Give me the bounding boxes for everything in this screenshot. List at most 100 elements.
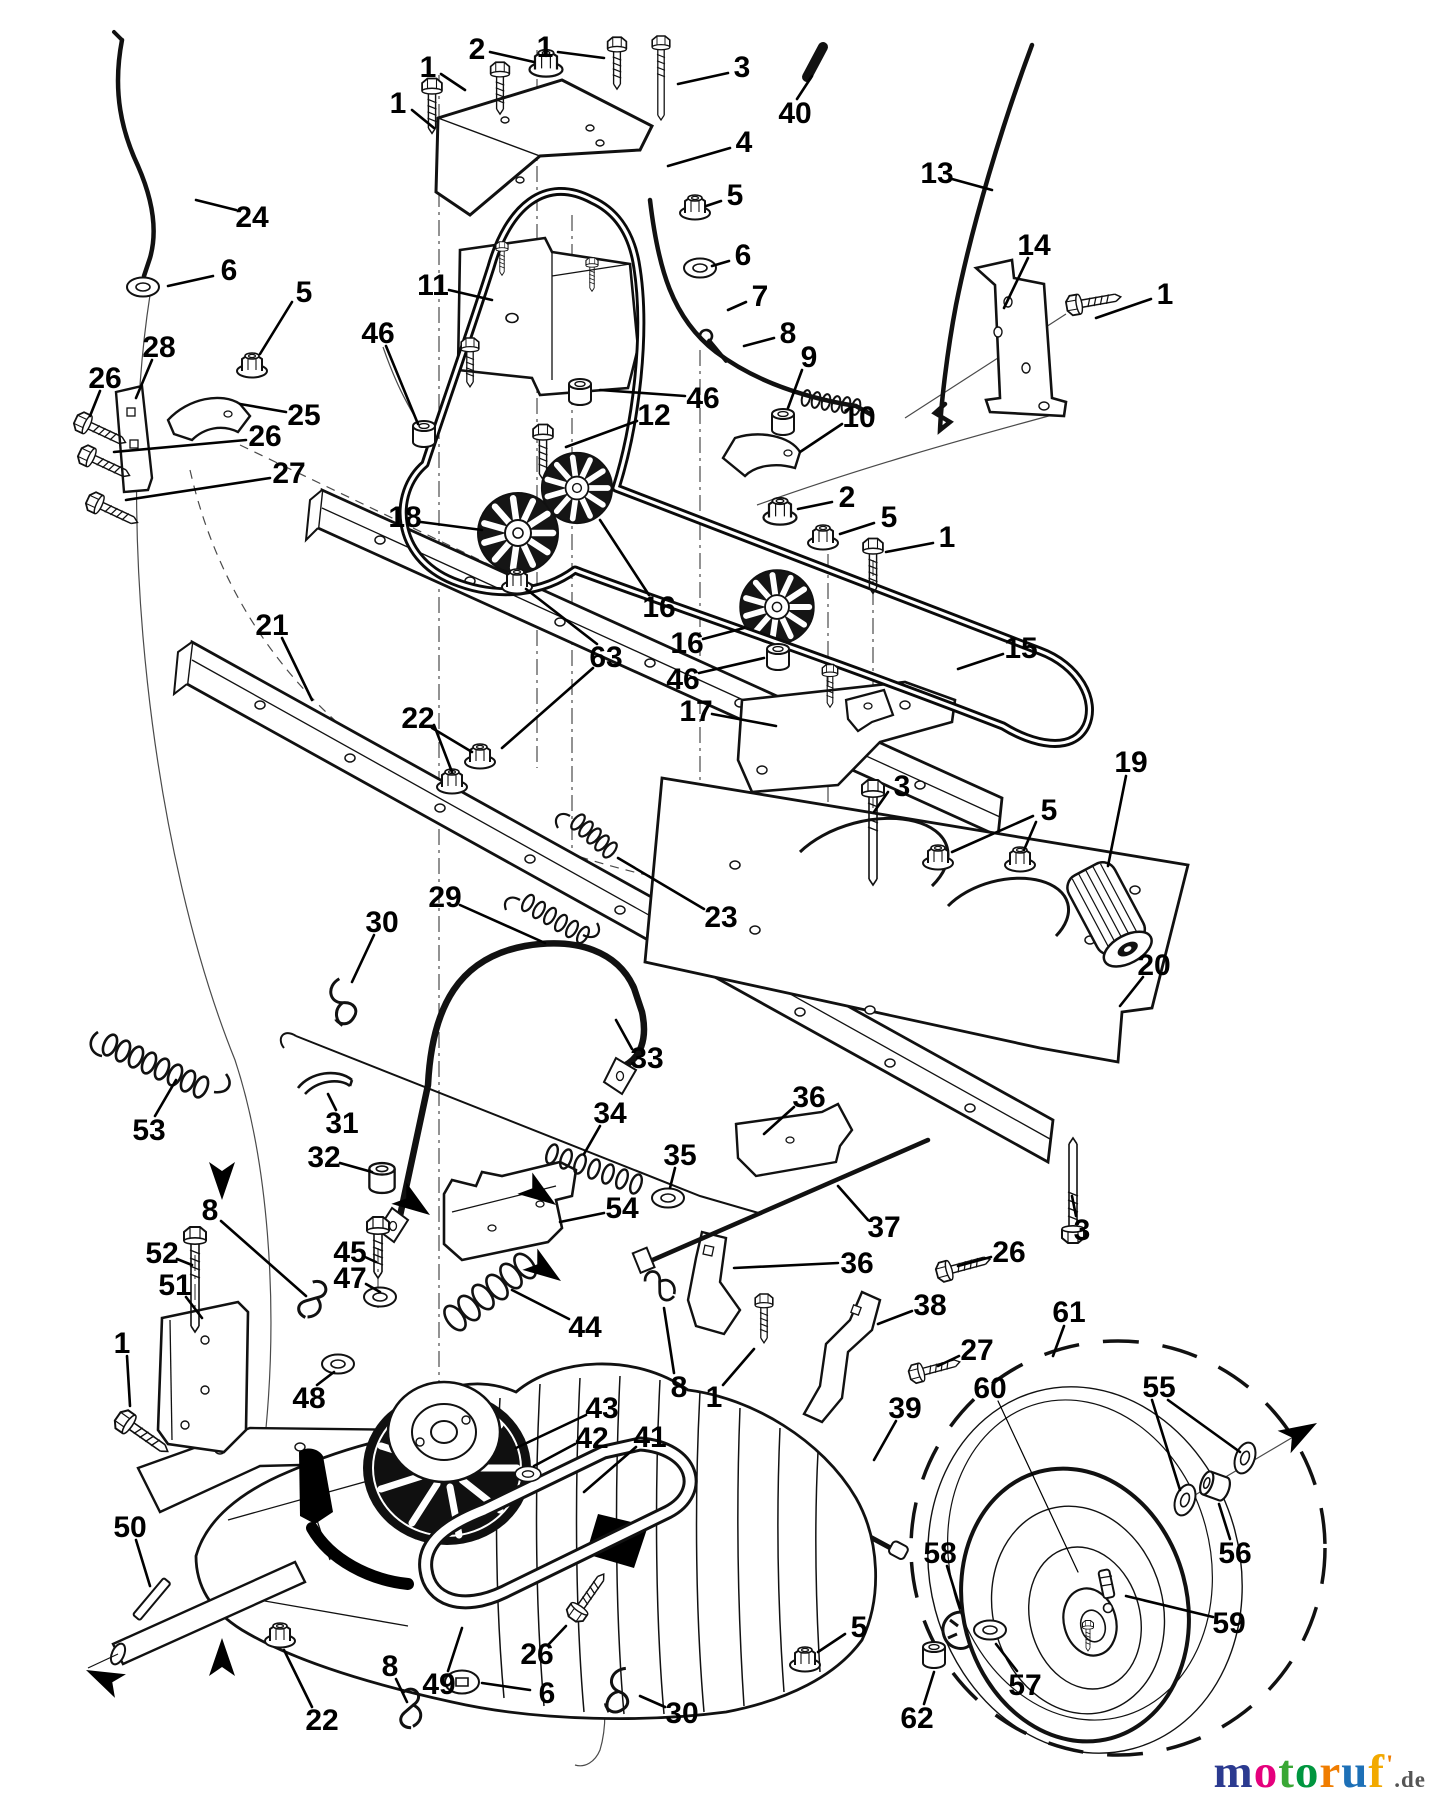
part-number-label: 62: [900, 1702, 933, 1735]
callout-leader: [872, 790, 890, 814]
callout-leader: [564, 419, 639, 449]
callout-leader: [616, 856, 706, 911]
part-number-label: 32: [307, 1141, 340, 1174]
frame-plate-20: [643, 776, 1190, 1064]
part-number-label: 21: [255, 609, 288, 642]
logo-letter: o: [1294, 1746, 1320, 1798]
callout-leader: [447, 288, 494, 302]
part-number-label: 1: [706, 1381, 723, 1414]
part-number-label: 3: [734, 51, 751, 84]
callout-leader: [798, 422, 844, 454]
logo-letter: f: [1368, 1746, 1386, 1798]
part-number-label: 2: [469, 33, 486, 66]
spring-on-rod-7: [800, 389, 862, 416]
rod-7: [647, 197, 875, 418]
callout-leader: [350, 933, 376, 984]
part-number-label: 45: [333, 1236, 366, 1269]
motoruf-wordmark: motoruf: [1214, 1746, 1385, 1798]
part-number-label: 5: [296, 276, 313, 309]
callout-leader: [1150, 1398, 1182, 1492]
callout-leader: [598, 388, 687, 398]
callout-leader: [125, 1354, 132, 1408]
part-number-label: 23: [704, 901, 737, 934]
part-number-label: 25: [287, 399, 320, 432]
e-clip-58: [941, 1610, 971, 1650]
part-number-label: 47: [333, 1262, 366, 1295]
bracket-51: [156, 1300, 250, 1454]
callout-leader: [950, 814, 1035, 854]
callout-leader: [315, 1370, 336, 1387]
rod-37: [631, 1137, 931, 1275]
callout-leader: [598, 518, 651, 597]
logo-letter: t: [1278, 1746, 1295, 1798]
hardware: [70, 35, 1261, 1731]
callout-leader: [838, 521, 876, 536]
callout-leader: [936, 1354, 961, 1368]
part-number-label: 5: [851, 1611, 868, 1644]
part-number-label: 1: [114, 1327, 131, 1360]
plate-4: [434, 78, 655, 217]
callout-leader: [582, 1445, 638, 1494]
spring-34: [544, 1143, 644, 1195]
roll-pin-40: [802, 41, 828, 83]
part-number-label: 13: [920, 157, 953, 190]
callout-leader: [134, 358, 154, 400]
part-number-label: 27: [960, 1334, 993, 1367]
drive-belt-15: [398, 186, 1094, 748]
part-number-label: 16: [670, 627, 703, 660]
callout-leader: [194, 198, 238, 212]
callout-leader: [666, 146, 732, 168]
part-number-label: 7: [752, 280, 769, 313]
callout-leader: [732, 1261, 840, 1270]
callout-leader: [175, 1257, 194, 1267]
callout-leader: [363, 1255, 378, 1264]
motoruf-logo: motoruf'.de: [1214, 1749, 1426, 1796]
callout-leader: [614, 1018, 634, 1051]
part-number-label: 8: [671, 1371, 688, 1404]
bracket-36b: [686, 1230, 742, 1336]
part-number-label: 36: [840, 1247, 873, 1280]
callout-leader: [558, 1211, 606, 1224]
part-number-label: 56: [1218, 1537, 1251, 1570]
callout-leader: [922, 1670, 936, 1706]
part-number-label: 10: [842, 401, 875, 434]
callout-leader: [510, 1288, 571, 1321]
part-number-label: 44: [568, 1311, 602, 1344]
logo-letter: u: [1341, 1746, 1369, 1798]
rod-50: [132, 1577, 171, 1621]
part-number-label: 63: [589, 641, 622, 674]
spring-53: [89, 1030, 231, 1099]
springs-23: [503, 812, 618, 945]
logo-letter: o: [1253, 1746, 1279, 1798]
part-number-label: 4: [736, 126, 753, 159]
callout-leader: [876, 1309, 914, 1326]
part-number-label: 39: [888, 1392, 921, 1425]
callout-leader: [384, 344, 420, 426]
part-number-label: 22: [305, 1704, 338, 1737]
part-number-label: 52: [145, 1237, 178, 1270]
part-number-label: 6: [539, 1677, 556, 1710]
callout-leader: [153, 1078, 178, 1118]
part-number-label: 50: [113, 1511, 146, 1544]
callout-leader: [662, 1306, 676, 1375]
callout-leader: [945, 1564, 962, 1610]
callout-leader: [1217, 1502, 1232, 1541]
callout-leader: [676, 71, 730, 86]
part-number-label: 17: [679, 695, 712, 728]
part-number-label: 49: [422, 1668, 455, 1701]
logo-tick: ': [1386, 1750, 1395, 1779]
callout-leader: [796, 500, 834, 511]
part-number-label: 6: [735, 239, 752, 272]
bracket-36a: [734, 1102, 854, 1178]
part-number-label: 26: [520, 1638, 553, 1671]
part-number-label: 54: [605, 1192, 639, 1225]
bracket-14: [973, 258, 1068, 418]
part-number-label: 43: [585, 1392, 618, 1425]
bracket-small-36: [844, 688, 895, 733]
callout-leader: [1022, 820, 1038, 852]
part-number-label: 48: [292, 1382, 325, 1415]
part-number-label: 19: [1114, 746, 1147, 779]
callout-leader: [134, 1538, 152, 1588]
callout-leader: [280, 636, 314, 702]
